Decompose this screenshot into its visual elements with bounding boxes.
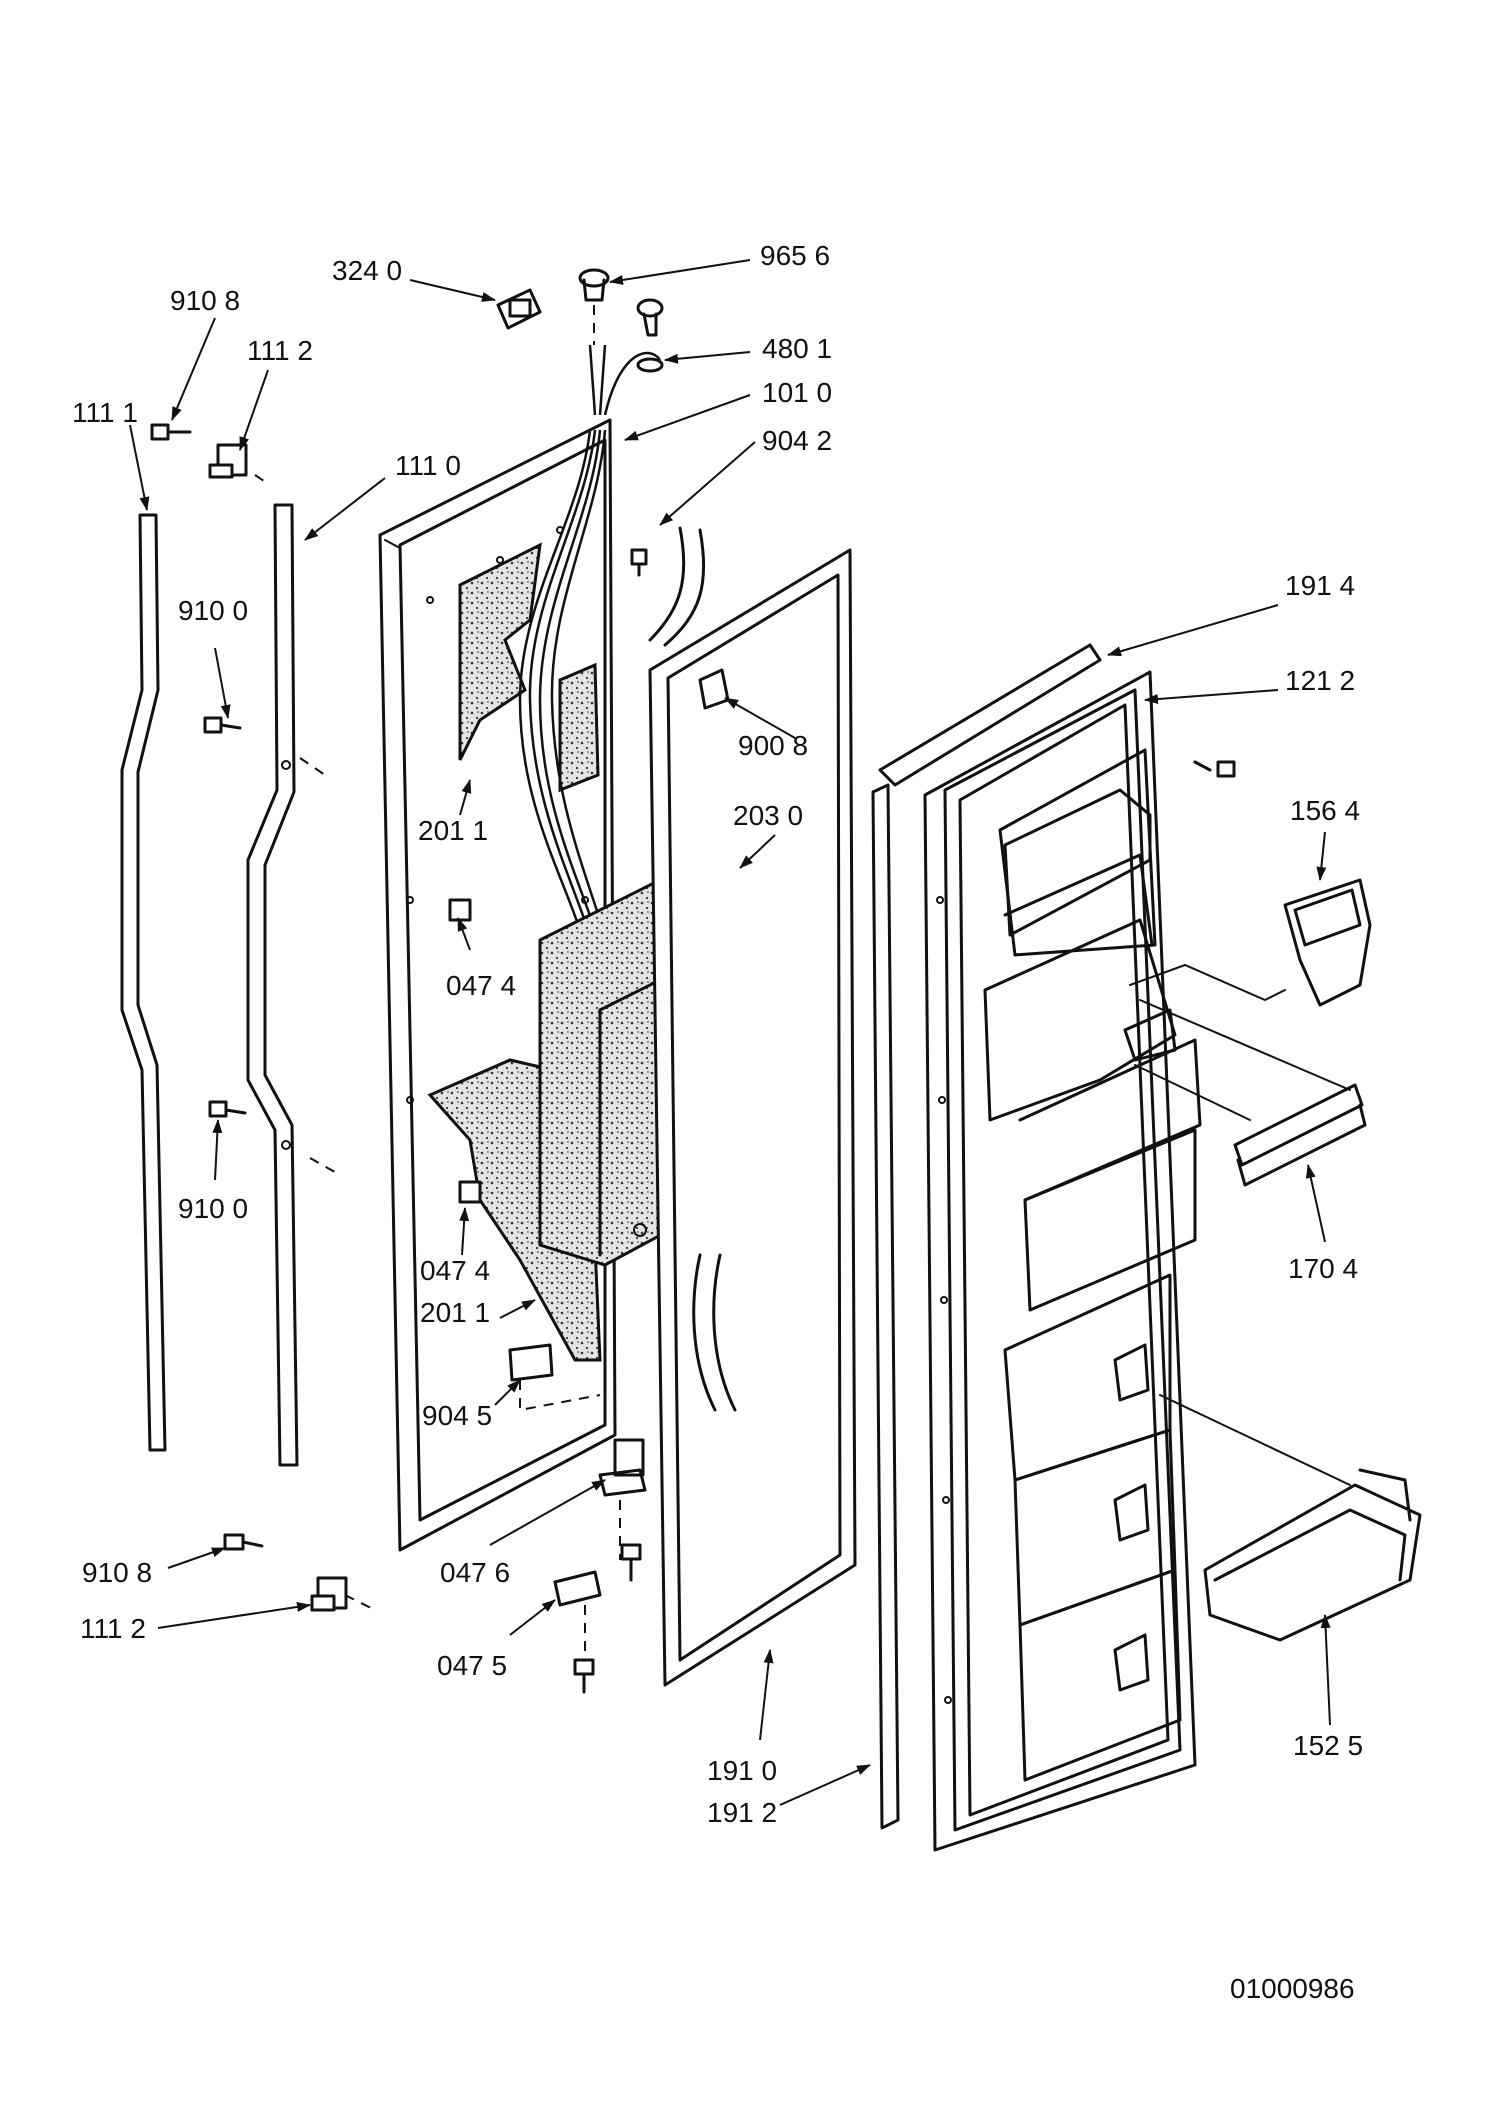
callout-111-0: 111 0 xyxy=(395,450,461,481)
callout-203-0: 203 0 xyxy=(733,800,803,831)
wire-connector xyxy=(496,288,542,330)
drain-tube xyxy=(648,526,706,647)
liner-screw xyxy=(1193,760,1236,778)
callout-910-8-bottom: 910 8 xyxy=(82,1557,152,1588)
screw-top-left xyxy=(150,423,192,441)
callout-121-2: 121 2 xyxy=(1285,665,1355,696)
clip-lower xyxy=(458,1180,482,1204)
callout-047-5: 047 5 xyxy=(437,1650,507,1681)
callout-910-0-lower: 910 0 xyxy=(178,1193,248,1224)
insulation-foam-upper xyxy=(458,542,600,793)
callout-156-4: 156 4 xyxy=(1290,795,1360,826)
callout-labels: 324 0 965 6 480 1 101 0 904 2 910 8 111 … xyxy=(72,240,1363,2004)
callout-047-4-lower: 047 4 xyxy=(420,1255,490,1286)
callout-910-0-upper: 910 0 xyxy=(178,595,248,626)
grommet-screw xyxy=(636,298,664,373)
callout-480-1: 480 1 xyxy=(762,333,832,364)
callout-111-1: 111 1 xyxy=(72,397,138,428)
lamp-socket xyxy=(578,268,610,345)
dispenser-chute xyxy=(1283,878,1372,1007)
callout-152-5: 152 5 xyxy=(1293,1730,1363,1761)
callout-111-2-bottom: 111 2 xyxy=(80,1613,146,1644)
callout-900-8: 900 8 xyxy=(738,730,808,761)
hinge-clip-bottom xyxy=(310,1576,348,1612)
drawing-number: 01000986 xyxy=(1230,1973,1355,2004)
screw-mid-lower xyxy=(208,1100,247,1118)
callout-191-2: 191 2 xyxy=(707,1797,777,1828)
hinge-bar-left xyxy=(120,513,167,1452)
door-shelf-bin xyxy=(1203,1468,1422,1642)
hinge-047-6 xyxy=(598,1438,647,1560)
callout-904-5: 904 5 xyxy=(422,1400,492,1431)
hinge-047-5 xyxy=(553,1570,602,1694)
clip-upper xyxy=(448,898,472,922)
screw-mid-upper xyxy=(203,716,242,734)
dispenser-trim xyxy=(1233,1083,1367,1187)
callout-191-4: 191 4 xyxy=(1285,570,1355,601)
callout-111-2-top: 111 2 xyxy=(247,335,313,366)
callout-324-0: 324 0 xyxy=(332,255,402,286)
wire-harness xyxy=(518,344,662,931)
callout-910-8-top: 910 8 xyxy=(170,285,240,316)
callout-965-6: 965 6 xyxy=(760,240,830,271)
callout-201-1-lower: 201 1 xyxy=(420,1297,490,1328)
callout-047-4-upper: 047 4 xyxy=(446,970,516,1001)
callout-201-1-upper: 201 1 xyxy=(418,815,488,846)
callout-191-0: 191 0 xyxy=(707,1755,777,1786)
gasket-strip xyxy=(871,783,900,1830)
screw-bottom-left xyxy=(223,1533,264,1551)
hinge-screw xyxy=(620,1543,642,1582)
door-screw-upper xyxy=(630,548,648,577)
callout-170-4: 170 4 xyxy=(1288,1253,1358,1284)
callout-047-6: 047 6 xyxy=(440,1557,510,1588)
leader-lines xyxy=(129,259,1331,1806)
callout-904-2: 904 2 xyxy=(762,425,832,456)
inner-door-liner xyxy=(878,643,1202,1852)
hinge-bar-right xyxy=(246,503,299,1467)
callout-101-0: 101 0 xyxy=(762,377,832,408)
door-gasket xyxy=(648,548,857,1687)
